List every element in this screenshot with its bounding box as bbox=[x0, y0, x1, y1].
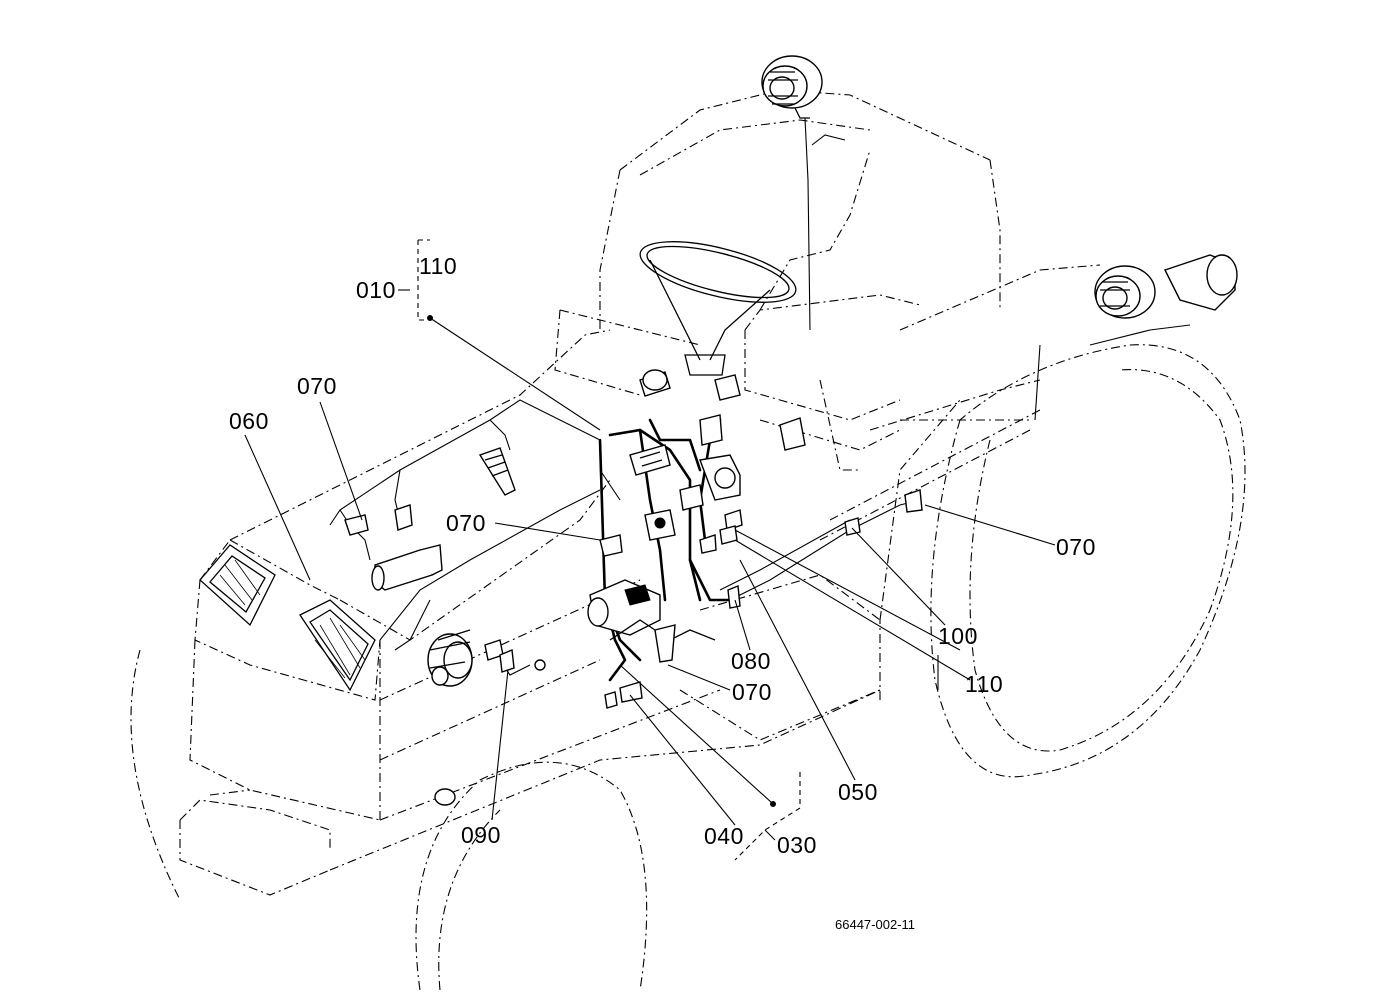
callout-030[interactable]: 030 bbox=[777, 832, 817, 858]
callout-090[interactable]: 090 bbox=[461, 822, 501, 848]
sensors bbox=[344, 417, 923, 806]
glow-plug-unit bbox=[478, 447, 516, 496]
callout-040[interactable]: 040 bbox=[704, 823, 744, 849]
callout-110-harness-group[interactable]: 110 bbox=[419, 253, 458, 279]
callout-070-engine[interactable]: 070 bbox=[446, 510, 486, 536]
steering-wheel bbox=[639, 241, 797, 376]
callout-010[interactable]: 010 bbox=[356, 277, 396, 303]
front-grille bbox=[199, 544, 376, 692]
callout-leaders bbox=[244, 239, 1056, 861]
rear-work-lamp bbox=[1034, 254, 1238, 421]
callout-070-hood-sensor[interactable]: 070 bbox=[297, 373, 337, 399]
callout-050[interactable]: 050 bbox=[838, 779, 878, 805]
fuse-box-relays bbox=[629, 369, 741, 541]
rear-harness bbox=[719, 499, 921, 601]
front-work-lamp bbox=[761, 55, 846, 331]
horn bbox=[371, 544, 443, 591]
callout-100[interactable]: 100 bbox=[938, 623, 978, 649]
callout-070-fender[interactable]: 070 bbox=[1056, 534, 1096, 560]
alternator bbox=[427, 629, 546, 687]
callout-110-clamp[interactable]: 110 bbox=[965, 671, 1004, 697]
callout-060[interactable]: 060 bbox=[229, 408, 269, 434]
callout-070-starter[interactable]: 070 bbox=[732, 679, 772, 705]
drawing-number: 66447-002-11 bbox=[835, 917, 915, 932]
callout-080[interactable]: 080 bbox=[731, 648, 771, 674]
hood-wiring bbox=[329, 399, 621, 651]
